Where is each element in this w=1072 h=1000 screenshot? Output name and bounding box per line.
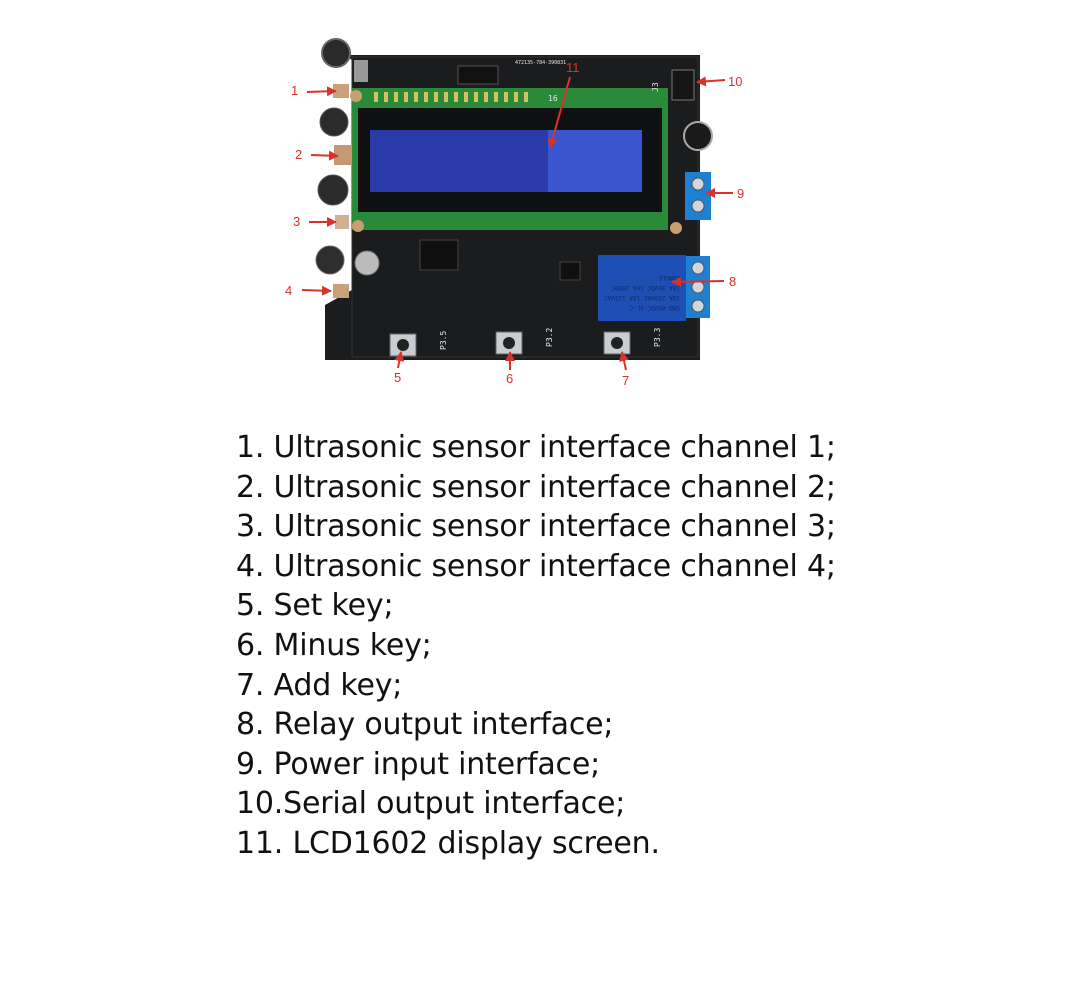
callout-arrow-10	[696, 76, 726, 87]
svg-text:10A 30VDC 10A 28VDC: 10A 30VDC 10A 28VDC	[611, 284, 680, 291]
callout-7: 7	[622, 373, 629, 388]
lcd-mount-hole-bl	[352, 220, 364, 232]
legend-list: 1. Ultrasonic sensor interface channel 1…	[236, 428, 836, 864]
ic-chip-small	[559, 261, 581, 281]
callout-5: 5	[394, 370, 401, 385]
svg-text:472135-784-390831: 472135-784-390831	[515, 60, 566, 66]
callout-arrow-7	[619, 351, 629, 371]
minus-key-label: P3.2	[545, 328, 554, 347]
legend-item: 8. Relay output interface;	[236, 707, 614, 743]
callout-1: 1	[291, 83, 298, 98]
inductor-2	[317, 174, 349, 206]
legend-item: 6. Minus key;	[236, 627, 432, 663]
legend-item: 2. Ultrasonic sensor interface channel 2…	[236, 469, 836, 505]
capacitor-small	[354, 250, 380, 276]
callout-3: 3	[293, 214, 300, 229]
ultrasonic-connector-4	[333, 284, 349, 298]
legend-item: 9. Power input interface;	[236, 746, 601, 782]
callout-arrow-1	[306, 86, 337, 97]
top-header	[457, 65, 499, 85]
lcd-mount-hole-tl	[350, 90, 362, 102]
legend-item: 5. Set key;	[236, 588, 394, 624]
callout-arrow-5	[394, 351, 405, 369]
legend-item: 1. Ultrasonic sensor interface channel 1…	[236, 430, 836, 465]
callout-6: 6	[506, 371, 513, 386]
legend-item: 7. Add key;	[236, 667, 403, 703]
ultrasonic-connector-3	[335, 215, 349, 229]
callout-arrow-2	[310, 150, 339, 161]
lcd-pin-row	[374, 92, 528, 102]
connector-pin	[354, 60, 368, 82]
board-photo: 472135-784-390831 16 J3 SRD-05VDC-SL-	[285, 38, 744, 388]
add-key-label: P3.3	[653, 328, 662, 347]
lcd-mount-hole-br	[670, 222, 682, 234]
legend-item: 11. LCD1602 display screen.	[236, 825, 660, 861]
relay	[598, 255, 686, 321]
capacitor-right	[683, 121, 713, 151]
svg-text:10A 250VAC 10A 125VAC: 10A 250VAC 10A 125VAC	[604, 294, 680, 301]
svg-text:SRD-05VDC-SL-C: SRD-05VDC-SL-C	[629, 304, 680, 311]
inductor-1	[319, 107, 349, 137]
callout-arrow-4	[301, 285, 332, 296]
callout-arrow-8	[671, 276, 725, 287]
callout-4: 4	[285, 283, 292, 298]
lcd-screen-highlight	[548, 130, 642, 192]
legend-item: 3. Ultrasonic sensor interface channel 3…	[236, 509, 836, 545]
callout-2: 2	[295, 147, 302, 162]
capacitor-top-left	[321, 38, 351, 68]
header-label: J3	[651, 82, 660, 92]
lcd-pin-label: 16	[548, 94, 558, 103]
callout-9: 9	[737, 186, 744, 201]
callout-10: 10	[728, 74, 742, 89]
legend-item: 10.Serial output interface;	[236, 786, 626, 822]
serial-header	[671, 69, 695, 101]
ic-chip	[419, 239, 459, 271]
callout-11: 11	[566, 60, 580, 75]
inductor-3	[315, 245, 345, 275]
set-key-label: P3.5	[439, 331, 448, 350]
legend-item: 4. Ultrasonic sensor interface channel 4…	[236, 548, 836, 584]
ultrasonic-connector-1	[333, 84, 349, 98]
callout-8: 8	[729, 274, 736, 289]
relay-markings: SRD-05VDC-SL-C 10A 250VAC 10A 125VAC 10A…	[604, 274, 680, 311]
callout-arrow-11	[547, 76, 571, 149]
svg-text:SONGLE: SONGLE	[658, 274, 680, 281]
